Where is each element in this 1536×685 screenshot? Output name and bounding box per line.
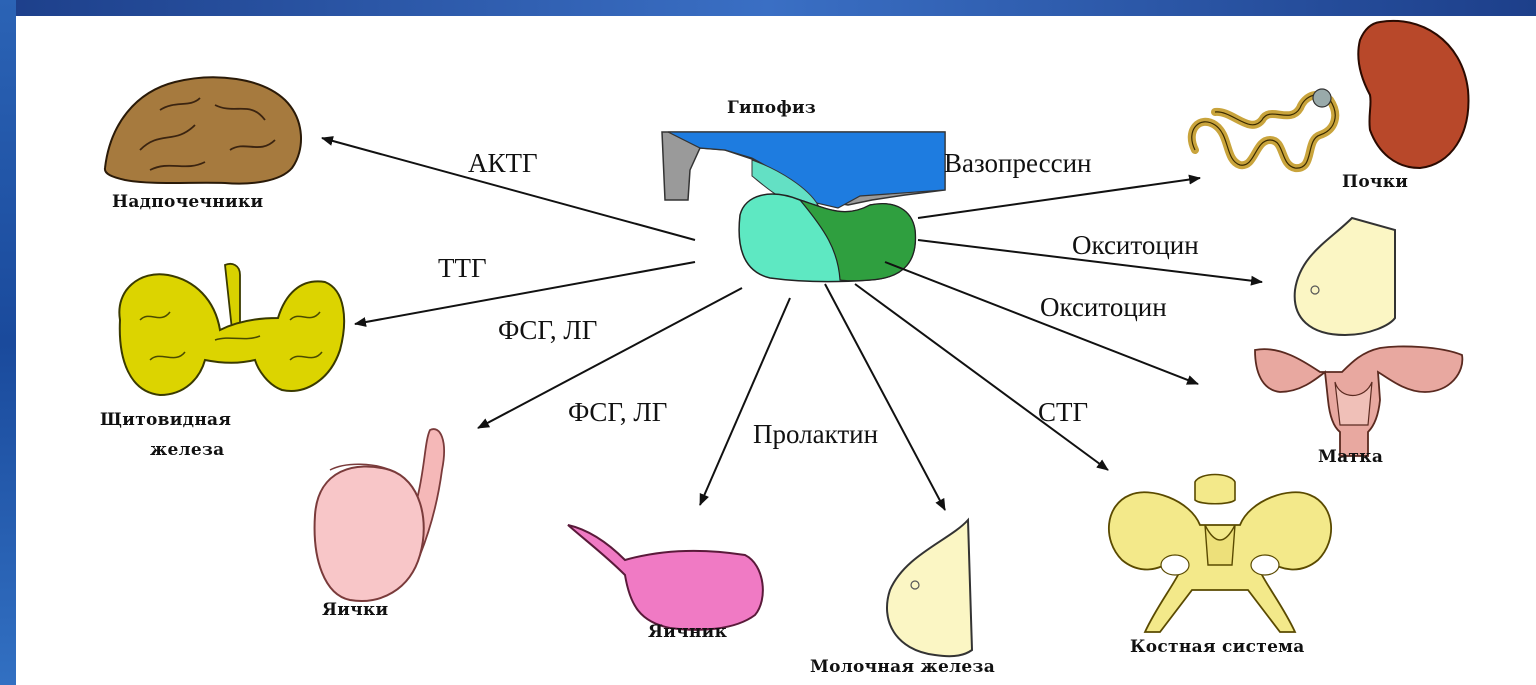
- breast-illustration: [1295, 218, 1395, 335]
- label-kidneys: Почки: [1342, 172, 1408, 192]
- pituitary-illustration: [662, 132, 945, 282]
- thyroid-illustration: [119, 264, 344, 395]
- label-adrenals: Надпочечники: [112, 192, 263, 212]
- hormone-oxytocin-1: Окситоцин: [1072, 230, 1199, 261]
- ovary-illustration: [568, 525, 763, 630]
- arrow-mammary: [825, 284, 945, 510]
- label-uterus: Матка: [1318, 447, 1383, 467]
- label-bones: Костная система: [1130, 637, 1305, 657]
- arrow-kidneys: [918, 178, 1200, 218]
- testes-illustration: [315, 429, 444, 601]
- hormone-fsg-lg-1: ФСГ, ЛГ: [498, 315, 597, 346]
- hormone-ttg: ТТГ: [438, 253, 487, 284]
- pelvis-illustration: [1109, 475, 1331, 633]
- hormone-prolactin: Пролактин: [753, 419, 878, 450]
- label-testes: Яички: [322, 600, 388, 620]
- mammary-illustration: [887, 520, 972, 656]
- arrow-ovary: [700, 298, 790, 505]
- hormone-actg: АКТГ: [468, 148, 538, 179]
- label-ovary: Яичник: [648, 622, 727, 642]
- label-thyroid-line2: железа: [150, 440, 224, 460]
- hormone-vasopressin: Вазопрессин: [944, 148, 1091, 179]
- label-thyroid-line1: Щитовидная: [100, 410, 231, 430]
- hormone-oxytocin-2: Окситоцин: [1040, 292, 1167, 323]
- hormone-fsg-lg-2: ФСГ, ЛГ: [568, 397, 667, 428]
- kidney-illustration: [1192, 21, 1469, 168]
- label-mammary: Молочная железа: [810, 657, 995, 677]
- hormone-stg: СТГ: [1038, 397, 1088, 428]
- arrow-uterus: [885, 262, 1198, 384]
- adrenals-illustration: [105, 77, 301, 183]
- pituitary-label: Гипофиз: [727, 98, 816, 118]
- uterus-illustration: [1255, 346, 1462, 456]
